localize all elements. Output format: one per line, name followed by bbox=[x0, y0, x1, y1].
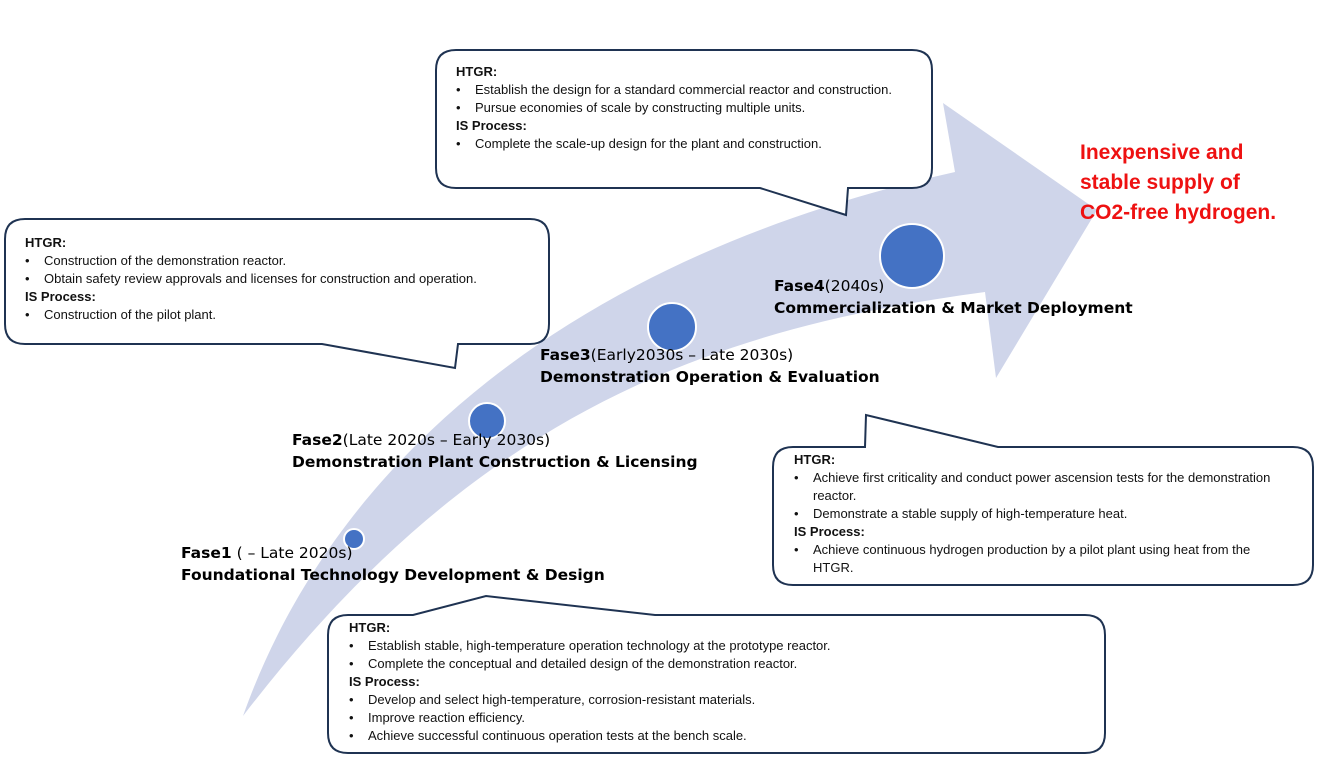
is-process-label: IS Process: bbox=[25, 289, 96, 304]
phase-label-fase2: Fase2(Late 2020s – Early 2030s) Demonstr… bbox=[292, 429, 698, 473]
list-item: Improve reaction efficiency. bbox=[349, 709, 1089, 727]
callout-fase4: HTGR: Establish the design for a standar… bbox=[456, 63, 906, 153]
phase-period: (2040s) bbox=[824, 277, 885, 295]
htgr-list: Establish stable, high-temperature opera… bbox=[349, 637, 1089, 673]
phase-period: ( – Late 2020s) bbox=[231, 544, 353, 562]
callout-fase3: HTGR: Achieve first criticality and cond… bbox=[794, 451, 1284, 577]
phase-title: Foundational Technology Development & De… bbox=[181, 566, 605, 584]
list-item: Complete the conceptual and detailed des… bbox=[349, 655, 1089, 673]
milestone-dot-fase2 bbox=[468, 402, 506, 440]
is-process-list: Construction of the pilot plant. bbox=[25, 306, 545, 324]
phase-period: (Early2030s – Late 2030s) bbox=[590, 346, 794, 364]
list-item: Achieve continuous hydrogen production b… bbox=[794, 541, 1284, 577]
list-item: Complete the scale-up design for the pla… bbox=[456, 135, 906, 153]
phase-title: Demonstration Plant Construction & Licen… bbox=[292, 453, 698, 471]
phase-period: (Late 2020s – Early 2030s) bbox=[342, 431, 551, 449]
phase-name: Fase2 bbox=[292, 431, 343, 449]
list-item: Demonstrate a stable supply of high-temp… bbox=[794, 505, 1284, 523]
htgr-list: Construction of the demonstration reacto… bbox=[25, 252, 545, 288]
list-item: Establish the design for a standard comm… bbox=[456, 81, 906, 99]
milestone-dot-fase4 bbox=[879, 223, 945, 289]
goal-line: CO2-free hydrogen. bbox=[1080, 201, 1277, 224]
is-process-label: IS Process: bbox=[794, 524, 865, 539]
list-item: Achieve successful continuous operation … bbox=[349, 727, 1089, 745]
is-process-label: IS Process: bbox=[349, 674, 420, 689]
goal-statement: Inexpensive and stable supply of CO2-fre… bbox=[1080, 138, 1276, 228]
list-item: Construction of the demonstration reacto… bbox=[25, 252, 545, 270]
phase-label-fase4: Fase4(2040s) Commercialization & Market … bbox=[774, 275, 1133, 319]
phase-name: Fase1 bbox=[181, 544, 232, 562]
list-item: Pursue economies of scale by constructin… bbox=[456, 99, 906, 117]
list-item: Develop and select high-temperature, cor… bbox=[349, 691, 1089, 709]
callout-fase2: HTGR: Construction of the demonstration … bbox=[25, 234, 545, 324]
is-process-label: IS Process: bbox=[456, 118, 527, 133]
list-item: Construction of the pilot plant. bbox=[25, 306, 545, 324]
list-item: Establish stable, high-temperature opera… bbox=[349, 637, 1089, 655]
goal-line: Inexpensive and bbox=[1080, 141, 1244, 164]
is-process-list: Achieve continuous hydrogen production b… bbox=[794, 541, 1284, 577]
callout-fase1: HTGR: Establish stable, high-temperature… bbox=[349, 619, 1089, 745]
htgr-list: Establish the design for a standard comm… bbox=[456, 81, 906, 117]
phase-title: Demonstration Operation & Evaluation bbox=[540, 368, 880, 386]
list-item: Achieve first criticality and conduct po… bbox=[794, 469, 1284, 505]
phase-name: Fase4 bbox=[774, 277, 825, 295]
htgr-label: HTGR: bbox=[456, 64, 498, 79]
htgr-label: HTGR: bbox=[794, 452, 836, 467]
list-item: Obtain safety review approvals and licen… bbox=[25, 270, 545, 288]
is-process-list: Develop and select high-temperature, cor… bbox=[349, 691, 1089, 745]
is-process-list: Complete the scale-up design for the pla… bbox=[456, 135, 906, 153]
htgr-list: Achieve first criticality and conduct po… bbox=[794, 469, 1284, 523]
phase-name: Fase3 bbox=[540, 346, 591, 364]
milestone-dot-fase3 bbox=[647, 302, 697, 352]
phase-label-fase1: Fase1 ( – Late 2020s) Foundational Techn… bbox=[181, 542, 605, 586]
milestone-dot-fase1 bbox=[343, 528, 365, 550]
htgr-label: HTGR: bbox=[25, 235, 67, 250]
phase-label-fase3: Fase3(Early2030s – Late 2030s) Demonstra… bbox=[540, 344, 880, 388]
htgr-label: HTGR: bbox=[349, 620, 391, 635]
goal-line: stable supply of bbox=[1080, 171, 1240, 194]
phase-title: Commercialization & Market Deployment bbox=[774, 299, 1133, 317]
